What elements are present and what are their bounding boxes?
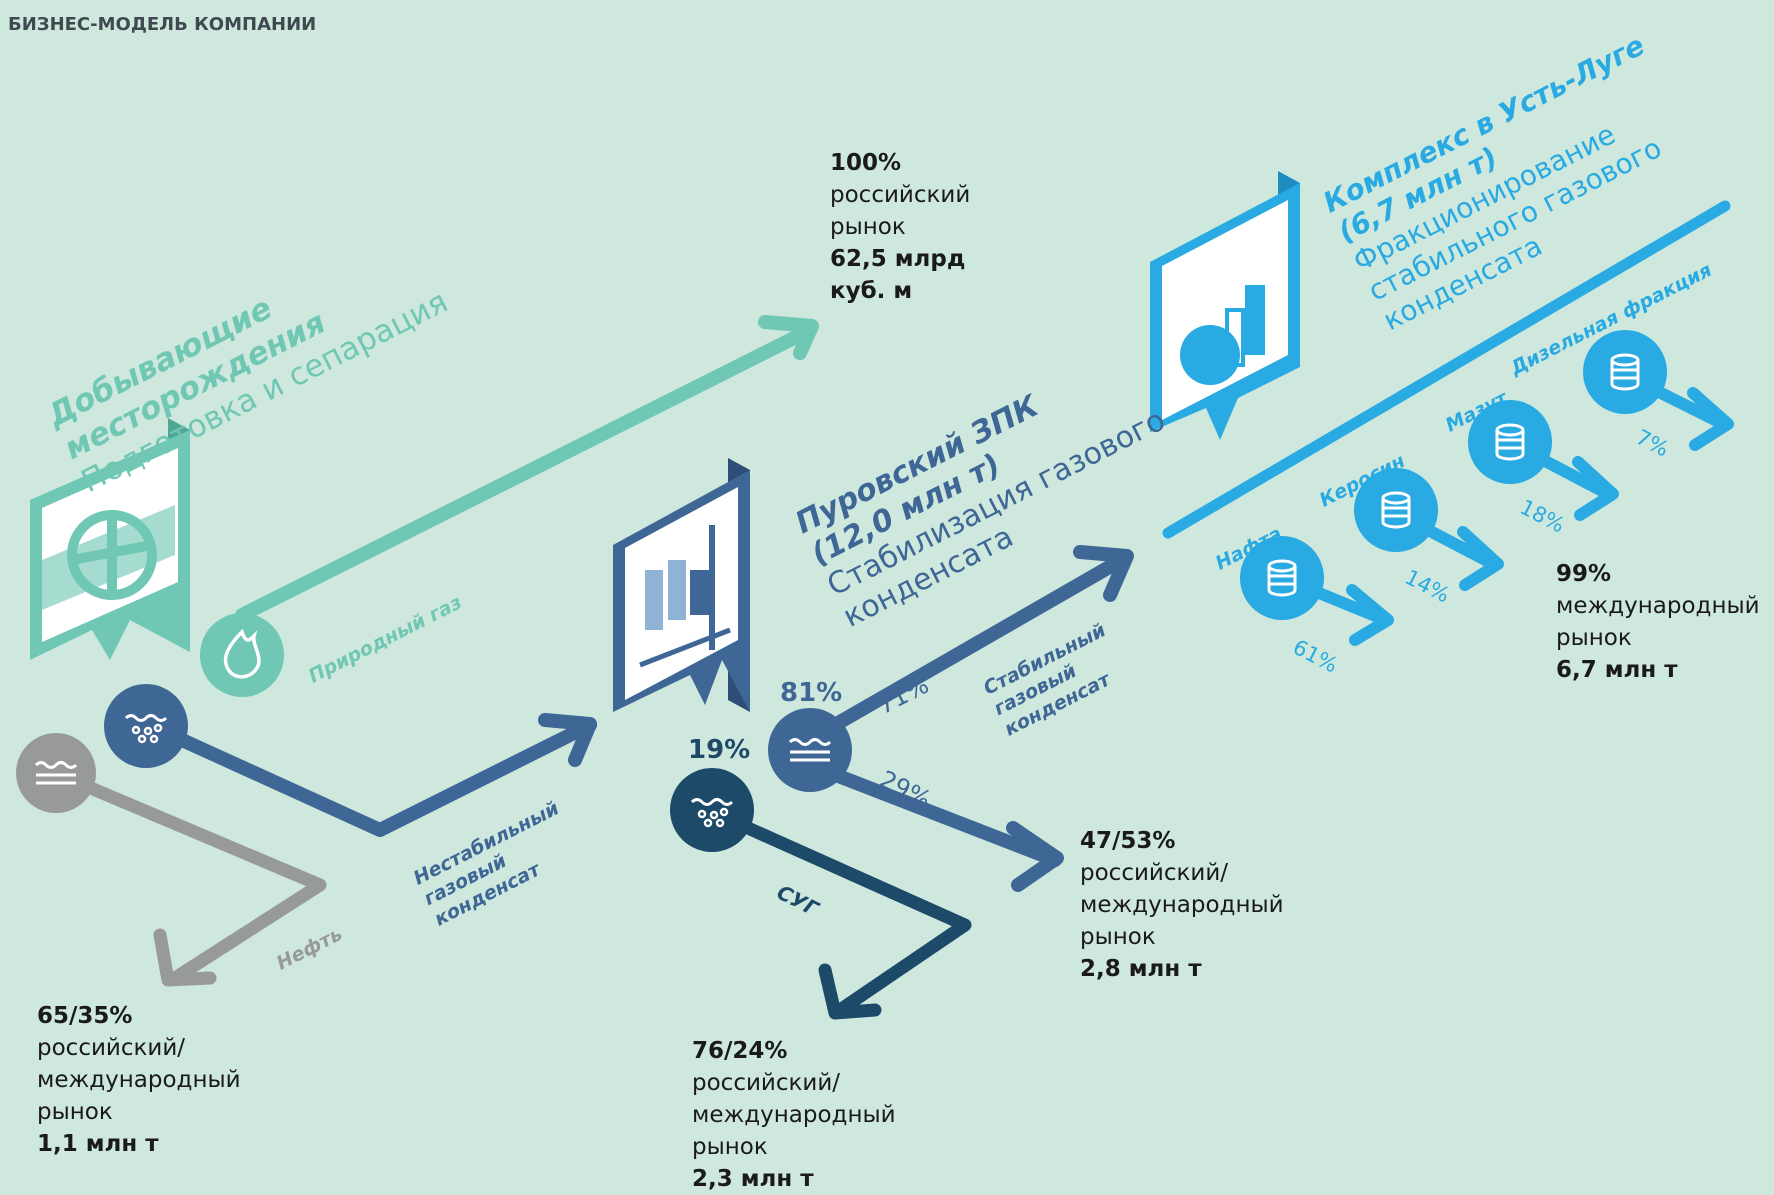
market-ustluga: 99% международный рынок 6,7 млн т: [1556, 558, 1760, 686]
market-lpg-line2: международный: [692, 1102, 896, 1128]
fire-icon: [223, 628, 261, 679]
unstable-condensate-arrowhead: [538, 713, 597, 767]
market-ustluga-line1: международный: [1556, 593, 1760, 619]
market-stable-share: 47/53%: [1080, 828, 1176, 854]
gas-node: [200, 613, 284, 697]
page-title: БИЗНЕС-МОДЕЛЬ КОМПАНИИ: [8, 14, 317, 35]
market-stable-line2: международный: [1080, 892, 1284, 918]
market-gas: 100% российский рынок 62,5 млрд куб. м: [830, 147, 970, 307]
market-ustluga-line2: рынок: [1556, 625, 1632, 651]
ustluga-billboard: [1150, 171, 1300, 440]
share-81: 81%: [780, 678, 843, 708]
market-lpg-share: 76/24%: [692, 1038, 788, 1064]
products-rail: [1162, 200, 1731, 539]
stable-node: [768, 708, 852, 792]
lpg-node: [670, 768, 754, 852]
stable-condensate-line: [793, 551, 1132, 752]
unstable-node: [104, 684, 188, 768]
market-lpg-line1: российский/: [692, 1070, 841, 1096]
market-oil-line3: рынок: [37, 1099, 113, 1125]
unstable-condensate-line: [153, 718, 597, 837]
market-gas-volume1: 62,5 млрд: [830, 246, 966, 272]
oil-node: [16, 733, 96, 813]
market-stable-line1: российский/: [1080, 860, 1229, 886]
lpg-flow-line: [723, 813, 972, 1017]
market-ustluga-share: 99%: [1556, 561, 1612, 587]
market-lpg-volume: 2,3 млн т: [692, 1166, 814, 1192]
market-gas-volume2: куб. м: [830, 278, 913, 304]
stable-condensate-arrowhead: [1073, 545, 1134, 602]
gas-flow-line: [235, 323, 817, 622]
market-lpg-line3: рынок: [692, 1134, 768, 1160]
product-kerosin: [1354, 468, 1504, 591]
product-nafta: [1240, 536, 1394, 646]
market-lpg: 76/24% российский/ международный рынок 2…: [692, 1035, 896, 1195]
market-oil-line2: международный: [37, 1067, 241, 1093]
purovsky-billboard: [613, 458, 750, 712]
market-stable-volume: 2,8 млн т: [1080, 956, 1202, 982]
market-gas-line2: рынок: [830, 214, 906, 240]
market-stable: 47/53% российский/ международный рынок 2…: [1080, 825, 1284, 985]
oil-flow-line: [53, 768, 327, 985]
oil-flow-arrowhead: [153, 928, 217, 987]
stable-domestic-line: [803, 758, 1062, 867]
market-oil: 65/35% российский/ международный рынок 1…: [37, 1000, 241, 1160]
market-ustluga-volume: 6,7 млн т: [1556, 657, 1678, 683]
product-mazut: [1468, 400, 1619, 521]
market-stable-line3: рынок: [1080, 924, 1156, 950]
field-billboard: [30, 418, 190, 660]
market-gas-line1: российский: [830, 182, 971, 208]
lpg-flow-arrowhead: [818, 963, 882, 1020]
market-oil-line1: российский/: [37, 1035, 186, 1061]
market-oil-volume: 1,1 млн т: [37, 1131, 159, 1157]
market-gas-share: 100%: [830, 150, 902, 176]
share-19: 19%: [688, 735, 751, 765]
product-diesel: [1583, 330, 1734, 451]
stable-domestic-arrowhead: [1006, 821, 1064, 892]
gas-flow-arrowhead: [758, 315, 819, 360]
market-oil-share: 65/35%: [37, 1003, 133, 1029]
